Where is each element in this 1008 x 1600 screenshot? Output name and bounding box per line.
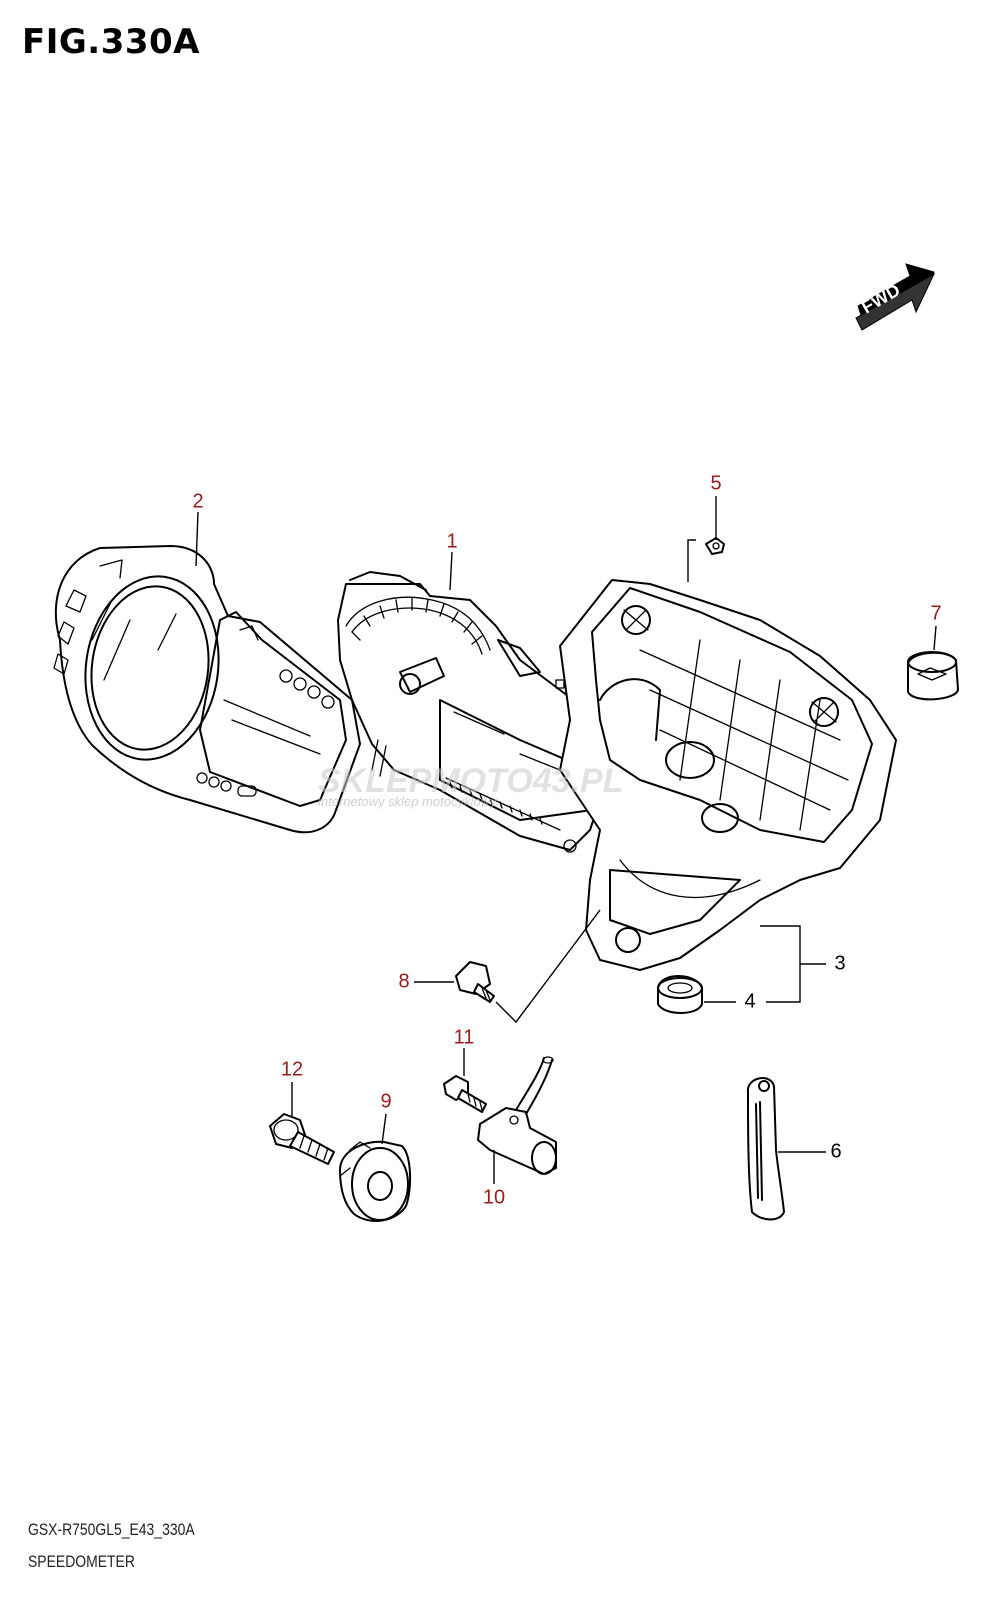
meter-assembly — [337, 571, 615, 853]
callout-numbers: 2 1 5 7 3 4 8 11 12 9 10 6 — [192, 472, 941, 1208]
watermark-subtext: internetowy sklep motocyklowy — [318, 794, 498, 809]
grommet — [907, 651, 959, 701]
connector-pins — [449, 781, 543, 825]
callout-10: 10 — [483, 1186, 505, 1208]
callout-7: 7 — [930, 602, 941, 624]
figure-title: FIG.330A — [22, 22, 200, 62]
screw — [705, 537, 725, 555]
watermark: SKLEPMOTO43.PL internetowy sklep motocyk… — [318, 762, 623, 809]
bolt-small — [443, 1075, 487, 1113]
callout-11: 11 — [454, 1026, 475, 1048]
callout-6: 6 — [830, 1140, 841, 1162]
callout-9: 9 — [380, 1090, 391, 1112]
meter-front-cover — [53, 545, 361, 834]
leader-lines — [195, 496, 937, 1184]
watermark-text: SKLEPMOTO43.PL — [318, 762, 623, 800]
meter-bracket — [559, 579, 897, 971]
clamp — [746, 1077, 785, 1221]
tachometer-scale — [351, 597, 483, 645]
callout-3: 3 — [834, 952, 845, 974]
figure-name: SPEEDOMETER — [28, 1552, 135, 1571]
speed-sensor — [477, 1056, 557, 1175]
callout-5: 5 — [710, 472, 721, 494]
gear-position-switch-cover — [339, 1140, 412, 1222]
figure-code: GSX-R750GL5_E43_330A — [28, 1520, 195, 1539]
cushion — [657, 975, 703, 1014]
callout-8: 8 — [398, 970, 409, 992]
callout-2: 2 — [192, 490, 203, 512]
bolt-flange — [269, 1113, 335, 1165]
bolt — [455, 961, 495, 1003]
callout-12: 12 — [281, 1058, 303, 1080]
callout-1: 1 — [446, 530, 457, 552]
callout-4: 4 — [744, 990, 755, 1012]
forward-arrow-icon: FWD — [855, 263, 936, 331]
